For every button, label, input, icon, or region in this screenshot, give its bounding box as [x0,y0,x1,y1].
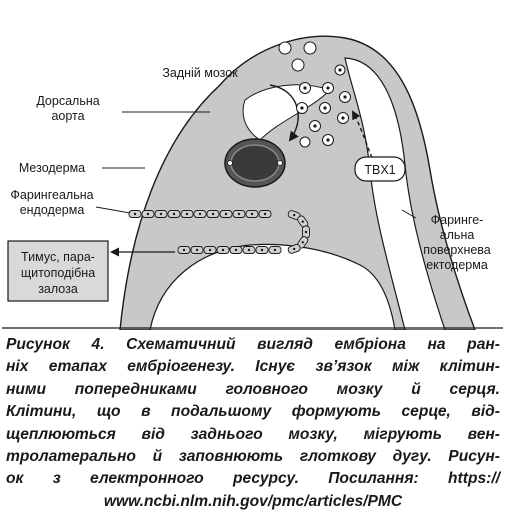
endoderm-nucleus [247,248,251,252]
ectoderm-label-3: поверхнева [423,243,491,257]
endoderm-nucleus [146,212,150,216]
endoderm-nucleus [292,213,296,217]
figure-caption: Рисунок 4. Схематичний вигляд ембріона н… [6,334,500,513]
endoderm-nucleus [250,212,254,216]
endoderm-nucleus [304,230,308,234]
caption-url-line: www.ncbi.nlm.nih.gov/pmc/articles/PMC [103,492,403,510]
caption-line: Клітини, що в подальшому формують серце,… [6,403,500,421]
endoderm-nucleus [301,241,304,244]
endoderm-nucleus [234,248,238,252]
caption-line: Рисунок 4. Схематичний вигляд ембріона н… [6,336,500,353]
endoderm-pointer [95,206,131,214]
endoderm-nucleus [263,212,267,216]
thymus-label-3: залоза [38,282,78,296]
thymus-label-2: щитоподібна [21,266,95,280]
endoderm-nucleus [182,248,186,252]
caption-line: ніх етапах ембріогенезу. Існує зв’язок м… [6,358,500,376]
ectoderm-label-2: альна [440,228,475,242]
caption-line: ними попередниками головного мозку й сер… [6,380,500,398]
caption-line: ок з електронного ресурсу. Посилання: ht… [6,470,500,488]
embryo-diagram: TBX1 Тимус, пара- щитоподібна залоза Зад… [2,35,503,330]
endoderm-nucleus [237,212,241,216]
endoderm-chain [128,210,310,254]
endoderm-nucleus [211,212,215,216]
heart-inner [230,144,280,182]
endoderm-nucleus [260,248,264,252]
tbx1-label: TBX1 [364,163,395,177]
endoderm-nucleus [292,247,296,251]
ectoderm-pointer [401,209,417,219]
endoderm-nucleus [195,248,199,252]
neural-crest-cells [278,41,351,148]
endoderm-label-1: Фарингеальна [10,188,93,202]
endoderm-label-2: ендодерма [20,203,85,217]
mesoderm-label: Мезодерма [19,161,85,175]
tbx1-box [354,156,406,182]
endoderm-nucleus [185,212,189,216]
endoderm-nucleus [224,212,228,216]
ectoderm-label-1: Фаринге- [431,213,484,227]
caption-line: тролатерально й заповнюють глоткову дугу… [6,448,500,466]
endoderm-nucleus [172,212,176,216]
endoderm-nucleus [208,248,212,252]
endoderm-nucleus [198,212,202,216]
endoderm-nucleus [159,212,163,216]
aorta-label-2: аорта [51,109,84,123]
hindbrain-label: Задній мозок [162,66,238,80]
endoderm-nucleus [133,212,137,216]
endoderm-nucleus [221,248,225,252]
aorta-label-1: Дорсальна [36,94,99,108]
thymus-box [7,240,109,302]
thymus-label-1: Тимус, пара- [21,250,95,264]
endoderm-nucleus [273,248,277,252]
caption-line: щеплюються від заднього мозку, мігрують … [6,425,500,443]
ectoderm-label-4: ектодерма [426,258,488,272]
endoderm-nucleus [301,220,304,223]
